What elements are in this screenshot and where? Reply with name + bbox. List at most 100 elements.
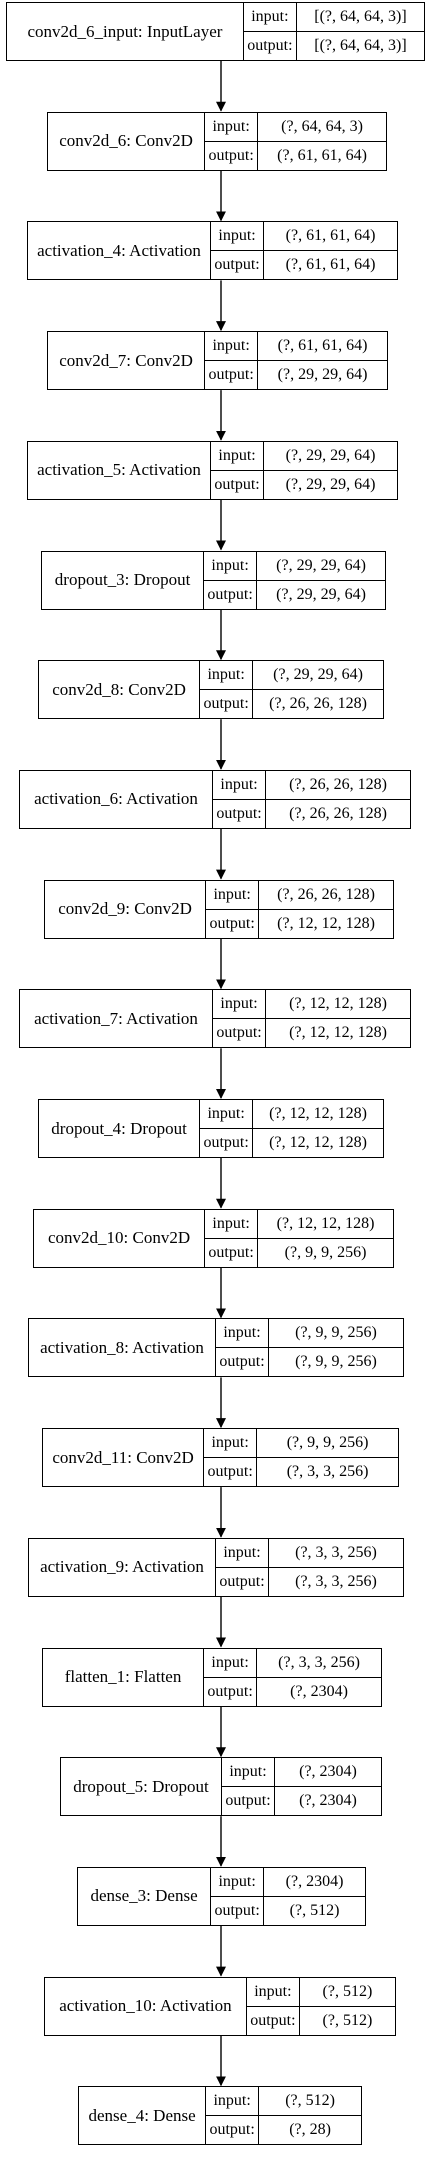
output-shape: (?, 512): [289, 1901, 340, 1919]
layer-io-table: input:(?, 2304)output: (?, 2304): [222, 1758, 381, 1816]
layer-name: flatten_1: Flatten: [43, 1648, 205, 1706]
input-row: input:(?, 9, 9, 256): [216, 1319, 403, 1348]
input-label: input:: [216, 1538, 270, 1567]
layer-io-table: input:(?, 9, 9, 256)output:(?, 9, 9, 256…: [216, 1319, 403, 1377]
output-row: output:(?, 2304): [204, 1676, 381, 1706]
input-label: input:: [206, 880, 260, 909]
input-row: input:(?, 29, 29, 64): [211, 441, 397, 470]
layer-io-table: input:(?, 26, 26, 128)output:(?, 12, 12,…: [206, 880, 393, 938]
input-row: input: (?, 2304): [211, 1867, 365, 1896]
output-label: output:: [247, 2006, 300, 2035]
output-row: output:(?, 29, 29, 64): [204, 579, 385, 609]
output-shape: (?, 26, 26, 128): [269, 695, 367, 713]
output-label: output:: [204, 1458, 258, 1487]
output-label: output:: [205, 1238, 259, 1267]
input-row: input:(?, 12, 12, 128): [200, 1100, 383, 1128]
input-shape: (?, 3, 3, 256): [295, 1543, 377, 1561]
layer-io-table: input:(?, 29, 29, 64)output:(?, 29, 29, …: [204, 551, 385, 609]
input-label: input:: [211, 441, 265, 470]
layer-name: activation_8: Activation: [29, 1319, 217, 1377]
input-label: input:: [247, 1977, 300, 2006]
input-shape: (?, 9, 9, 256): [286, 1434, 369, 1452]
output-shape: (?, 29, 29, 64): [285, 475, 376, 493]
layer-io-table: input:(?, 64, 64, 3)output: (?, 61, 61, 6…: [205, 112, 386, 170]
layer-name: activation_9: Activation: [29, 1538, 217, 1596]
layer-name: conv2d_7: Conv2D: [48, 332, 206, 390]
input-shape: (?, 2304): [285, 1872, 344, 1890]
output-row: output: (?, 26, 26, 128): [200, 689, 383, 719]
input-shape: (?, 26, 26, 128): [289, 775, 387, 793]
input-shape: [(?, 64, 64, 3)]: [314, 8, 407, 25]
output-shape: (?, 12, 12, 128): [269, 1134, 367, 1151]
output-shape: (?, 26, 26, 128): [289, 804, 387, 822]
output-label: output:: [205, 141, 259, 170]
input-shape: (?, 29, 29, 64): [273, 666, 363, 684]
output-label: output:: [206, 909, 260, 938]
output-shape: (?, 2304): [299, 1792, 357, 1810]
output-row: output: (?, 2304): [222, 1786, 381, 1816]
layer-name: dropout_5: Dropout: [61, 1758, 223, 1816]
input-label: input:: [204, 1648, 258, 1677]
output-label: output:: [200, 690, 254, 719]
layer-name: conv2d_8: Conv2D: [39, 661, 201, 719]
layer-name: activation_6: Activation: [20, 770, 214, 828]
output-shape: (?, 61, 61, 64): [277, 146, 367, 164]
layer-io-table: input:(?, 12, 12, 128)output: (?, 12, 12,…: [213, 990, 410, 1048]
layer-io-table: input:(?, 29, 29, 64)output:(?, 26, 26, …: [200, 661, 383, 719]
layer-io-table: input:(?, 3, 3, 256)output:(?, 2304): [204, 1648, 381, 1706]
input-shape: (?, 29, 29, 64): [276, 556, 366, 574]
output-row: output: (?, 3, 3, 256): [204, 1457, 398, 1487]
input-label: input:: [204, 1429, 258, 1458]
output-shape: [(?, 64, 64, 3)]: [314, 37, 407, 54]
input-shape: (?, 12, 12, 128): [276, 1214, 375, 1232]
output-row: output: (?, 29, 29, 64): [211, 469, 397, 499]
input-row: input:(?, 64, 64, 3): [205, 112, 386, 141]
output-label: output:: [222, 1787, 276, 1816]
input-shape: (?, 12, 12, 128): [289, 995, 387, 1013]
input-label: input:: [213, 770, 267, 799]
layer-io-table: input: (?, 9, 9, 256) output: (?, 3, 3, 256…: [204, 1429, 398, 1487]
output-label: output:: [213, 1019, 267, 1048]
output-row: output:(?, 26, 26, 128): [213, 798, 410, 828]
output-shape: (?, 29, 29, 64): [277, 366, 368, 384]
input-shape: (?, 61, 61, 64): [285, 227, 376, 245]
input-row: input:(?, 61, 61, 64): [211, 222, 397, 251]
output-shape: (?, 12, 12, 128): [289, 1024, 387, 1042]
output-row: output: (?, 61, 61, 64): [205, 140, 386, 170]
output-row: output:(?, 9, 9, 256): [216, 1347, 403, 1377]
layer-name: conv2d_6: Conv2D: [48, 112, 206, 170]
input-label: input:: [211, 1867, 265, 1896]
input-label: input:: [244, 3, 297, 31]
layer-name: activation_5: Activation: [28, 441, 212, 499]
output-row: output: (?, 12, 12, 128): [206, 908, 393, 938]
output-label: output:: [206, 2116, 260, 2145]
layer-name: conv2d_11: Conv2D: [43, 1429, 205, 1487]
input-label: input:: [205, 1209, 259, 1238]
layer-io-table: input:(?, 61, 61, 64)output: (?, 61, 61, …: [211, 222, 397, 280]
output-row: output:(?, 28): [206, 2115, 361, 2145]
input-row: input: (?, 26, 26, 128): [213, 770, 410, 799]
input-row: input:(?, 12, 12, 128): [213, 990, 410, 1019]
input-row: input: (?, 12, 12, 128): [205, 1209, 393, 1238]
layer-io-table: input:(?, 26, 26, 128)output:(?, 26, 26,…: [213, 770, 410, 828]
output-shape: (?, 12, 12, 128): [277, 914, 375, 932]
input-row: input:(?, 29, 29, 64): [204, 551, 385, 580]
input-row: input:(?, 2304): [222, 1758, 381, 1787]
layer-io-table: input:(?, 12, 12, 128)output:(?, 12, 12,…: [200, 1100, 383, 1157]
output-shape: (?, 3, 3, 256): [286, 1463, 369, 1481]
output-label: output:: [244, 32, 297, 60]
output-label: output:: [211, 470, 265, 499]
output-row: output:(?, 3, 3, 256): [216, 1566, 403, 1596]
output-label: output:: [211, 251, 265, 280]
output-shape: (?, 9, 9, 256): [295, 1353, 377, 1371]
output-row: output:(?, 9, 9, 256): [205, 1237, 393, 1267]
